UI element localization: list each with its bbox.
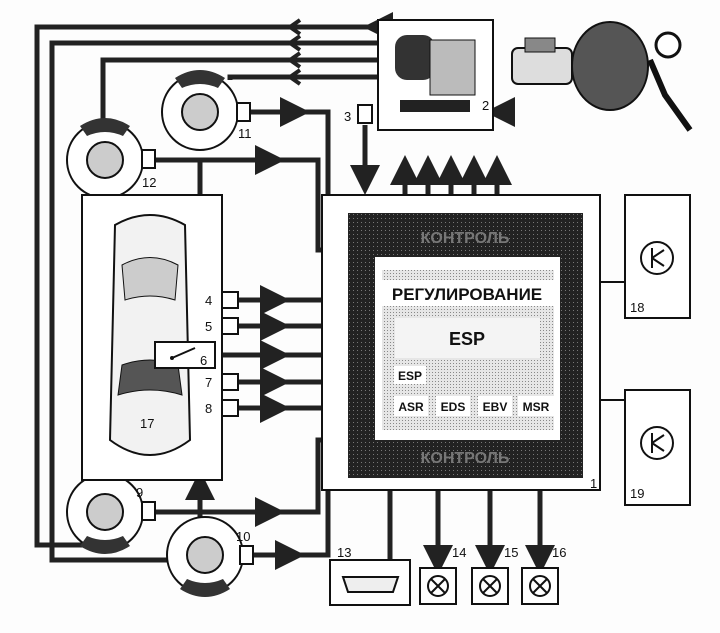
label-6: 6 bbox=[200, 353, 207, 368]
wheel-11: 11 bbox=[161, 70, 252, 151]
brake-lines bbox=[34, 12, 393, 563]
control-unit: КОНТРОЛЬ КОНТРОЛЬ РЕГУЛИРОВАНИЕ ESP ESP … bbox=[321, 194, 601, 491]
label-13: 13 bbox=[337, 545, 351, 560]
bottom-band-label: КОНТРОЛЬ bbox=[421, 450, 510, 467]
hydraulic-unit: 2 bbox=[377, 19, 494, 131]
label-7: 7 bbox=[205, 375, 212, 390]
label-8: 8 bbox=[205, 401, 212, 416]
warning-lamps: 14 15 16 bbox=[419, 545, 566, 605]
label-10: 10 bbox=[236, 529, 250, 544]
esp-main-block: ESP bbox=[449, 329, 485, 349]
function-ebv: EBV bbox=[483, 400, 508, 414]
diagnostic-connector: 13 bbox=[329, 545, 411, 606]
wheel-12: 12 bbox=[66, 118, 156, 199]
label-14: 14 bbox=[452, 545, 466, 560]
label-5: 5 bbox=[205, 319, 212, 334]
label-9: 9 bbox=[136, 485, 143, 500]
regulation-title: РЕГУЛИРОВАНИЕ bbox=[392, 285, 542, 304]
label-17: 17 bbox=[140, 416, 154, 431]
brake-booster-icon bbox=[511, 21, 693, 132]
relay-18: 18 bbox=[624, 194, 691, 319]
top-band-label: КОНТРОЛЬ bbox=[421, 230, 510, 247]
function-asr: ASR bbox=[398, 400, 424, 414]
function-blocks: ASR EDS EBV MSR bbox=[394, 396, 554, 416]
pressure-sensor bbox=[357, 104, 373, 124]
label-2: 2 bbox=[482, 98, 489, 113]
vehicle: 17 bbox=[81, 194, 223, 481]
label-11: 11 bbox=[238, 126, 252, 141]
esp-small-block: ESP bbox=[398, 369, 422, 383]
label-3: 3 bbox=[344, 109, 351, 124]
function-msr: MSR bbox=[523, 400, 550, 414]
label-16: 16 bbox=[552, 545, 566, 560]
wheel-10: 10 bbox=[166, 516, 254, 597]
label-15: 15 bbox=[504, 545, 518, 560]
relay-19: 19 bbox=[624, 389, 691, 506]
label-4: 4 bbox=[205, 293, 212, 308]
label-18: 18 bbox=[630, 300, 644, 315]
wheel-9: 9 bbox=[66, 473, 156, 554]
label-12: 12 bbox=[142, 175, 156, 190]
sensors: 4 5 6 7 8 bbox=[154, 291, 239, 417]
label-19: 19 bbox=[630, 486, 644, 501]
function-eds: EDS bbox=[441, 400, 466, 414]
ecu-number: 1 bbox=[590, 476, 597, 491]
